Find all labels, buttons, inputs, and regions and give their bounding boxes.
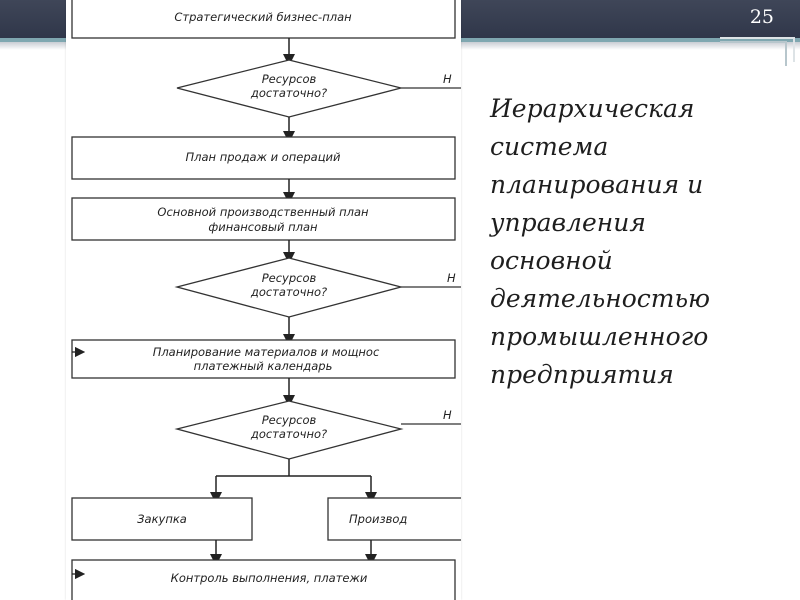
purchase-label: Закупка [137,512,187,526]
title-line: предприятия [490,360,674,389]
no-label-1: Н [443,72,452,86]
title-line: планирования и [490,170,704,199]
no-label-2: Н [447,271,456,285]
decision-2-label-line2: достаточно? [250,285,327,299]
title-line: Иерархическая [490,94,695,123]
production-label: Производ [349,512,407,526]
slide-title: Иерархическая система планирования и упр… [490,90,790,394]
flowchart: Стратегический бизнес-план Ресурсов дост… [71,0,461,600]
decision-2-label-line1: Ресурсов [262,271,317,285]
sales-plan-label: План продаж и операций [186,150,341,164]
material-plan-label-line2: платежный календарь [194,359,333,373]
purchase-box [71,497,253,541]
title-line: деятельностью [490,284,711,313]
strategic-plan-box [71,0,456,39]
production-box [327,497,461,541]
corner-decoration [720,37,795,66]
decision-1-label-line2: достаточно? [250,86,327,100]
control-label: Контроль выполнения, платежи [171,571,368,585]
material-plan-label-line1: Планирование материалов и мощнос [153,345,380,359]
title-line: промышленного [490,322,709,351]
strategic-plan-label: Стратегический бизнес-план [174,10,352,24]
material-plan-box [71,339,456,379]
control-box [71,559,456,600]
title-line: система [490,132,609,161]
master-plan-label-line1: Основной производственный план [157,205,369,219]
master-plan-box [71,197,456,241]
title-line: основной [490,246,613,275]
decision-3-label-line1: Ресурсов [262,413,317,427]
slide-number: 25 [749,6,774,28]
decision-3-label-line2: достаточно? [250,427,327,441]
decision-1-label-line1: Ресурсов [262,72,317,86]
master-plan-label-line2: финансовый план [208,220,318,234]
flowchart-image: Стратегический бизнес-план Ресурсов дост… [66,0,461,600]
title-line: управления [490,208,646,237]
sales-plan-box [71,136,456,180]
no-label-3: Н [443,408,452,422]
